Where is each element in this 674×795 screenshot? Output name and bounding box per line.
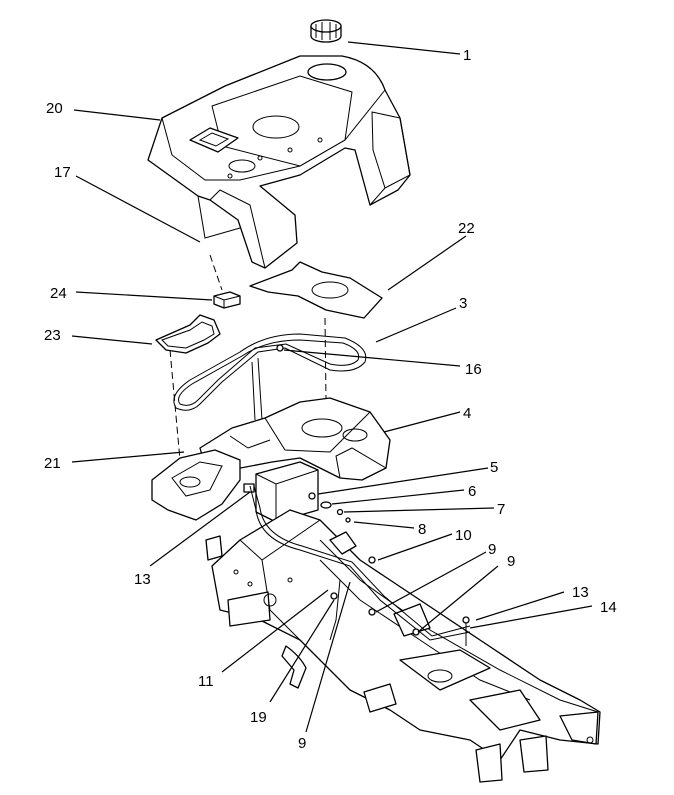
fuel-tank [199, 397, 391, 481]
callout-20: 20 [46, 100, 63, 117]
callout-22: 22 [458, 220, 475, 237]
leader-lines [71, 41, 593, 733]
callout-24: 24 [50, 285, 67, 302]
callout-8: 8 [418, 521, 426, 538]
callout-9-a: 9 [488, 541, 496, 558]
callout-9-b: 9 [507, 553, 515, 570]
callout-labels: 1 20 17 22 24 3 23 16 4 21 5 6 7 8 13 10… [44, 47, 617, 752]
top-panel [249, 261, 383, 319]
gasket [155, 314, 221, 354]
callout-16: 16 [465, 361, 482, 378]
callout-13-right: 13 [572, 584, 589, 601]
foam-block [213, 291, 241, 309]
callout-23: 23 [44, 327, 61, 344]
callout-21: 21 [44, 455, 61, 472]
callout-13-left: 13 [134, 571, 151, 588]
callout-7: 7 [497, 501, 505, 518]
fuel-line-loop [173, 333, 367, 421]
callout-10: 10 [455, 527, 472, 544]
callout-14: 14 [600, 599, 617, 616]
callout-5: 5 [490, 459, 498, 476]
callout-17: 17 [54, 164, 71, 181]
callout-19: 19 [250, 709, 267, 726]
callout-4: 4 [463, 405, 471, 422]
hood [147, 55, 411, 269]
callout-3: 3 [459, 295, 467, 312]
fuel-lines [249, 485, 471, 646]
callout-6: 6 [468, 483, 476, 500]
callout-9-c: 9 [298, 735, 306, 752]
callout-11: 11 [198, 673, 214, 690]
mount-bracket [243, 461, 351, 523]
side-pod [151, 449, 241, 521]
tractor-frame [205, 509, 601, 783]
fuel-cap [310, 19, 342, 43]
callout-1: 1 [463, 47, 471, 64]
reference-lines [169, 254, 327, 461]
